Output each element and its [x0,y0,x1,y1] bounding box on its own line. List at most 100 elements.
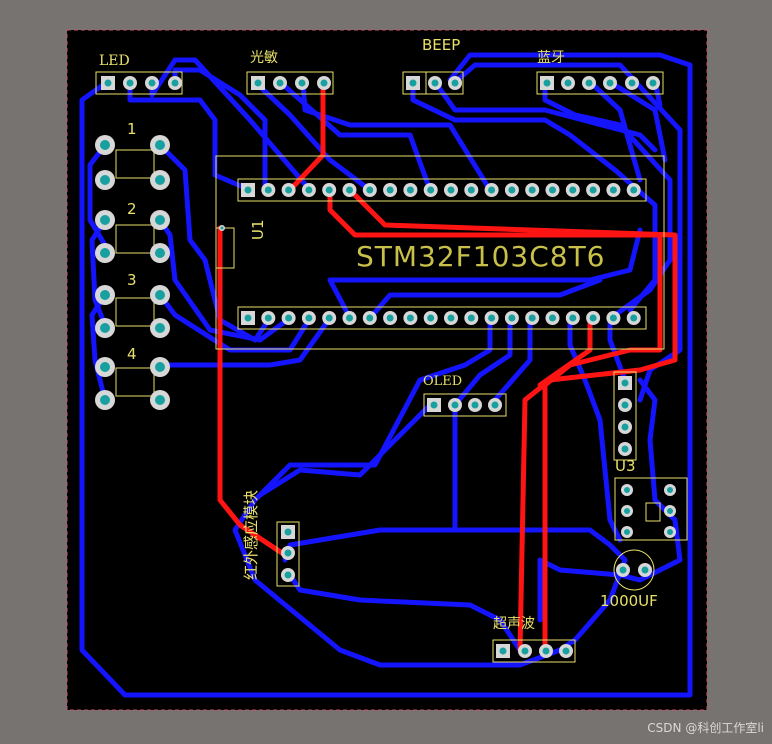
label-capacitor: 1000UF [600,592,658,610]
mcu-top-pin-drill [325,186,333,194]
pads [95,76,676,658]
ultrasonic-pin-drill [562,647,570,655]
mcu-bottom-pin-drill [589,314,597,322]
capacitor-outline [613,549,655,591]
mcu-top-pin-drill [549,186,556,194]
mcu-bottom-pin-drill [285,314,293,322]
u3-pin-drill [624,487,630,493]
mcu-top-pin-drill [508,186,516,194]
mcu-bottom-pin-drill [386,314,394,322]
mcu-bottom-pin-drill [467,314,475,322]
label-switch-3: 3 [127,271,137,289]
u3-outline [614,477,688,541]
board-outline [66,29,708,711]
mcu-bottom-pin-drill [305,314,313,322]
mcu-top-pin-drill [366,186,374,194]
bottom-layer-traces [79,52,693,698]
switch-pin-drill [155,215,165,225]
oled-header-outline [423,393,507,417]
silkscreen [95,71,688,663]
switch-pin-drill [155,290,165,300]
label-bluetooth: 蓝牙 [537,50,565,66]
mcu-top-pin-drill [630,186,638,194]
top-layer-traces [217,79,678,653]
mcu-top-pin-drill [488,186,496,194]
u3-header-pin-drill [621,423,629,431]
oled-pin-drill [491,401,499,409]
mcu-bottom-pin-drill [630,314,638,322]
led-pin-drill [148,79,156,87]
u3-header-pin-drill [621,401,629,409]
mcu-bottom-pin-drill [549,314,556,322]
u3-pin-drill [667,529,673,535]
label-light-sensor: 光敏 [250,50,278,66]
label-pir-module: 红外感应模块 [242,489,260,580]
switch-pin-drill [155,323,165,333]
mcu-bottom-pin-drill [366,314,374,322]
beep-pin-drill [431,79,439,87]
u3-header-pin-drill [621,445,629,453]
switch-pin-drill [100,248,110,258]
mcu-top-pin-drill [244,186,252,194]
mcu-bottom-pin-drill [508,314,516,322]
switch-pin-drill [100,323,110,333]
bluetooth-pin-drill [606,79,614,87]
bluetooth-pin-drill [543,79,551,87]
label-mcu: STM32F103C8T6 [356,240,606,273]
beep-header-outline [402,71,464,95]
label-switch-2: 2 [127,200,137,218]
switch-pin-drill [155,248,165,258]
mcu-pin1-marker-drill [220,226,224,230]
bluetooth-pin-drill [564,79,572,87]
pir-pin-drill [284,549,292,557]
mcu-bottom-pin-drill [528,314,536,322]
label-led: LED [99,53,130,69]
ultrasonic-header-outline [492,639,576,663]
mcu-bottom-pin-drill [406,314,414,322]
mcu-top-pin-drill [467,186,475,194]
switch-pin-drill [100,140,110,150]
switch-pin-drill [100,362,110,372]
label-u3: U3 [615,457,636,475]
led-pin-drill [126,79,134,87]
mcu-bottom-pin-drill [264,314,272,322]
label-oled: OLED [423,374,463,389]
switch-pin-drill [100,215,110,225]
mcu-top-pin-drill [305,186,313,194]
bluetooth-pin-drill [649,79,657,87]
u3-pin-drill [667,508,673,514]
mcu-top-pin-drill [589,186,597,194]
oled-pin-drill [430,401,438,409]
switch-pin-drill [155,175,165,185]
capacitor-pin-drill [641,566,649,574]
pir-pin-drill [284,571,292,579]
mcu-bottom-pin-drill [569,314,577,322]
label-beep: BEEP [422,36,461,54]
u3-pin-drill [667,487,673,493]
mcu-bottom-pin-drill [488,314,496,322]
mcu-bottom-pin-drill [447,314,455,322]
mcu-bottom-pin-drill [427,314,435,322]
mcu-bottom-pin-drill [609,314,617,322]
mcu-top-pin-drill [427,186,435,194]
capacitor-pin-drill [619,566,627,574]
ultrasonic-pin-drill [521,647,529,655]
mcu-bottom-pin-drill [244,314,252,322]
mcu-top-pin-drill [528,186,536,194]
bluetooth-pin-drill [585,79,593,87]
u3-pin-drill [624,529,630,535]
switch-pin-drill [155,140,165,150]
beep-pin-drill [451,79,459,87]
switch-pin-drill [100,395,110,405]
light-sensor-header-outline [246,71,334,95]
light-sensor-pin-drill [320,79,328,87]
ultrasonic-pin-drill [499,647,507,655]
oled-pin-drill [471,401,479,409]
u3-header-pin-drill [621,379,629,387]
led-pin-drill [104,79,112,87]
label-ultrasonic: 超声波 [493,616,535,632]
mcu-top-pin-drill [264,186,272,194]
u3-pin-drill [624,508,630,514]
switch-pin-drill [155,395,165,405]
